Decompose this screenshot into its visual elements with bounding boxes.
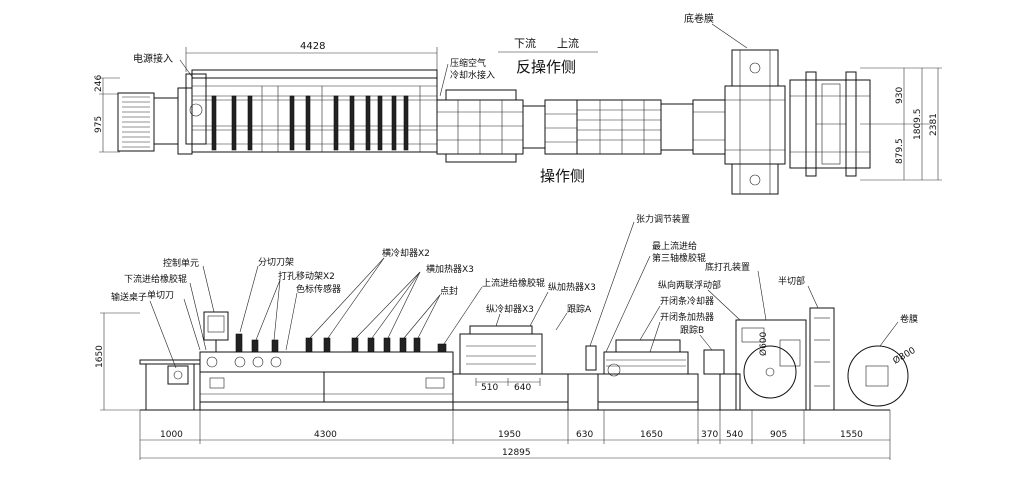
- longitudinal-heater-label: 纵加热器X3: [548, 281, 596, 293]
- slitting-knife-frame-label: 分切刀架: [258, 257, 294, 268]
- reverse-operation-side-label: 反操作侧: [516, 58, 576, 76]
- spot-seal-label: 点封: [440, 285, 458, 297]
- dim-1000: 1000: [160, 430, 183, 440]
- dim-510: 510: [481, 383, 498, 393]
- dim-1650-height: 1650: [95, 345, 105, 368]
- bottom-film-label: 底卷膜: [684, 12, 714, 25]
- cross-heater-label: 横加热器X3: [426, 263, 474, 275]
- plan-view: 4428 下流 上流 反操作侧 操作侧 246 975 电源接入 压缩空气 冷却…: [94, 12, 942, 195]
- dim-total-12895: 12895: [502, 448, 531, 458]
- dim-4300: 4300: [314, 430, 337, 440]
- dim-1809-5: 1809.5: [913, 109, 923, 141]
- half-cut-label: 半切部: [778, 275, 805, 287]
- dim-1550: 1550: [840, 430, 863, 440]
- tracking-a-label: 跟踪A: [567, 303, 592, 315]
- cross-cooler-label: 横冷却器X2: [382, 247, 430, 259]
- operation-side-label: 操作侧: [540, 167, 585, 185]
- open-close-heater-label: 开闭条加热器: [660, 311, 714, 323]
- compressed-air-label: 压缩空气: [450, 57, 486, 69]
- longitudinal-cooler-label: 纵冷却器X3: [486, 303, 534, 315]
- dim-879-5: 879.5: [895, 138, 905, 164]
- bottom-punch-label: 底打孔装置: [705, 261, 750, 273]
- third-rubber-roll-label: 第三轴橡胶辊: [652, 252, 706, 264]
- control-unit-label: 控制单元: [163, 257, 199, 269]
- roll-film-label: 卷膜: [900, 313, 918, 325]
- dim-630: 630: [576, 430, 593, 440]
- dim-1950: 1950: [498, 430, 521, 440]
- dancer-float-label: 纵向两联浮动部: [658, 279, 721, 291]
- punch-mover-label: 打孔移动架X2: [278, 270, 335, 282]
- dim-540: 540: [726, 430, 743, 440]
- dim-640: 640: [514, 383, 531, 393]
- color-mark-sensor-label: 色标传感器: [296, 283, 341, 295]
- single-cutter-label: 单切刀: [147, 289, 174, 301]
- dim-975: 975: [94, 116, 104, 133]
- most-upstream-feed-label: 最上流进给: [652, 240, 697, 252]
- flow-upstream-label: 上流: [557, 36, 579, 50]
- open-close-cooler-label: 开闭条冷却器: [660, 295, 714, 307]
- dim-1650: 1650: [640, 430, 663, 440]
- tension-adjuster-label: 张力调节装置: [636, 213, 690, 225]
- dia-600-label: Ø600: [758, 331, 769, 356]
- dim-905: 905: [770, 430, 787, 440]
- power-input-label: 电源接入: [133, 52, 173, 65]
- flow-downstream-label: 下流: [514, 36, 536, 50]
- dim-370: 370: [701, 430, 718, 440]
- cooling-water-label: 冷却水接入: [450, 69, 495, 81]
- elevation-view: 1650: [95, 213, 918, 460]
- dim-930: 930: [895, 87, 905, 104]
- dim-246: 246: [94, 75, 104, 92]
- tracking-b-label: 跟踪B: [680, 324, 704, 336]
- downstream-rubber-roll-label: 下流进给橡胶辊: [124, 273, 187, 285]
- dim-2381: 2381: [929, 113, 939, 136]
- conveyor-table-label: 输送桌子: [111, 291, 147, 303]
- dim-4428: 4428: [300, 41, 325, 52]
- upstream-rubber-roll-label: 上流进给橡胶辊: [482, 277, 545, 289]
- dia-800-label: Ø800: [891, 345, 918, 367]
